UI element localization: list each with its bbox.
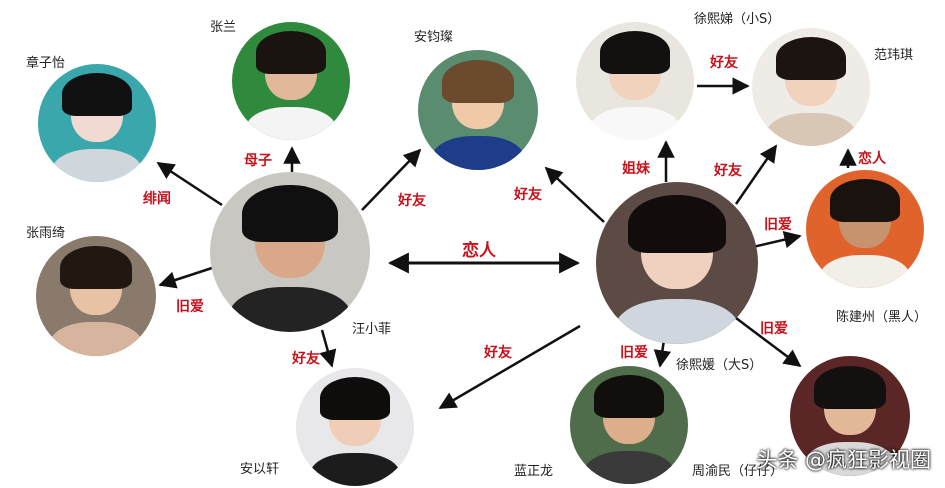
name-zhang-lan: 张兰 [210, 20, 237, 35]
portrait-xu-xiyuan [596, 182, 758, 344]
portrait-an-yixuan [296, 368, 414, 486]
label-ex-zhang-yuqi: 旧爱 [176, 299, 204, 315]
name-xu-xiyuan: 徐熙媛（大S） [676, 358, 763, 373]
arrow-to-zhou-yumin [735, 317, 802, 368]
label-friend-big-s-fan: 好友 [714, 163, 742, 179]
arrow-to-zhang-yuqi [158, 266, 213, 289]
label-friend-an-yixuan: 好友 [292, 351, 320, 367]
name-zhang-ziyi: 章子怡 [26, 56, 66, 71]
label-scandal: 绯闻 [143, 191, 171, 207]
arrow-to-an-junxin-from-big-s [544, 166, 605, 223]
label-ex-chen: 旧爱 [764, 217, 792, 233]
portrait-chen-jianzhou [806, 170, 924, 288]
portrait-fan-weiqi [752, 28, 870, 146]
portrait-xu-xidi [576, 22, 694, 140]
arrow-to-an-junxin [361, 148, 422, 211]
portrait-an-junxin [418, 50, 538, 170]
name-zhang-yuqi: 张雨绮 [26, 226, 66, 241]
portrait-zhang-lan [232, 22, 350, 140]
name-lan-zhenglong: 蓝正龙 [514, 464, 554, 479]
label-sisters: 姐妹 [622, 161, 650, 177]
arrow-to-an-yixuan-from-big-s [438, 324, 581, 410]
portrait-zhang-yuqi [36, 236, 156, 356]
portrait-wang-xiaofei [210, 172, 370, 332]
label-friend-big-s-an-yixuan: 好友 [484, 345, 512, 361]
label-friend-xu-xidi-fan: 好友 [710, 55, 738, 71]
label-ex-lan: 旧爱 [620, 345, 648, 361]
name-wang-xiaofei: 汪小菲 [352, 322, 392, 337]
label-lovers-chen-fan: 恋人 [858, 151, 886, 167]
arrow-to-an-yixuan [319, 329, 337, 368]
label-lovers: 恋人 [462, 241, 496, 261]
label-friend-big-s-an-junxin: 好友 [514, 187, 542, 203]
label-friend-an-junxin: 好友 [398, 193, 426, 209]
arrow-to-zhang-ziyi [156, 161, 223, 207]
label-mother-son: 母子 [244, 153, 272, 169]
watermark: 头条 @疯狂影视圈 [756, 448, 931, 472]
portrait-lan-zhenglong [570, 366, 688, 484]
name-fan-weiqi: 范玮琪 [874, 48, 914, 63]
name-an-junxin: 安钧璨 [414, 30, 454, 45]
name-zhou-yumin: 周渝民（仔仔） [692, 464, 784, 479]
name-an-yixuan: 安以轩 [240, 462, 280, 477]
name-chen-jianzhou: 陈建州（黑人） [836, 310, 928, 325]
name-xu-xidi: 徐熙娣（小S） [694, 12, 781, 27]
label-ex-zhou: 旧爱 [760, 321, 788, 337]
arrow-to-fan-weiqi [734, 144, 778, 205]
portrait-zhou-yumin [790, 356, 910, 476]
arrow-to-lan-zhenglong [653, 339, 672, 368]
portrait-zhang-ziyi [38, 64, 156, 182]
